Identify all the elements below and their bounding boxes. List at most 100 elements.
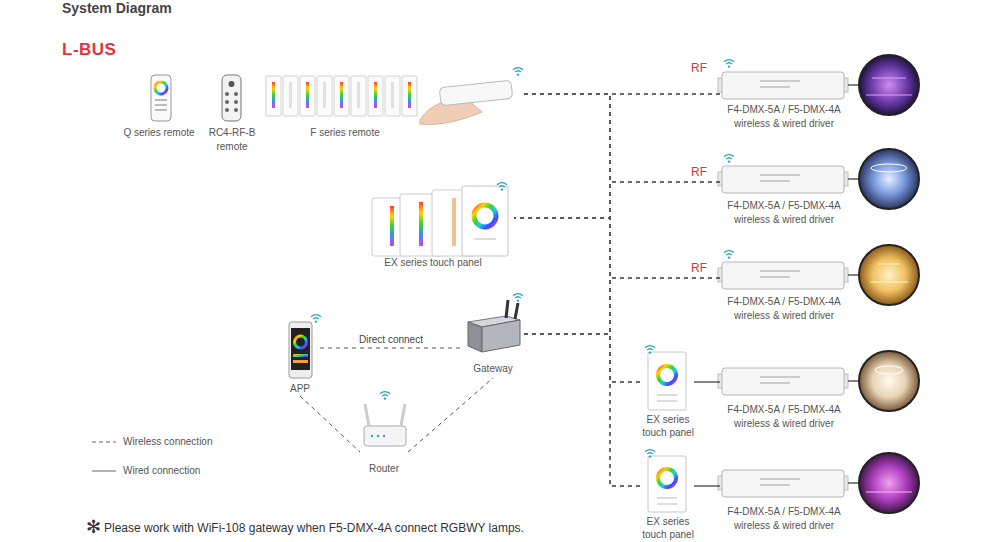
node-caption: F4-DMX-5A / F5-DMX-4A wireless & wired d… (720, 403, 848, 431)
router-illustration (364, 426, 406, 446)
rc4-remote-illustration (225, 100, 229, 104)
lamp-wire (848, 178, 859, 179)
wireless-connector (524, 94, 642, 382)
rf-label: RF (691, 61, 707, 75)
driver-illustration (722, 72, 844, 99)
lamp-photo (859, 55, 919, 513)
ex-panel-illustration (645, 346, 686, 410)
gateway-illustration (513, 294, 523, 302)
wireless-connector (524, 334, 642, 382)
wired-connector (694, 485, 720, 486)
router-illustration (377, 435, 379, 437)
ex-panels-illustration (419, 202, 423, 246)
legend-text: Wireless connection (123, 435, 212, 449)
lamp-detail (871, 164, 907, 172)
f-remote-illustration (266, 76, 281, 116)
touch-panel-node: EX series touch panel (642, 346, 694, 440)
f-remote-illustration (334, 76, 349, 116)
driver-illustration (760, 478, 800, 480)
f-remote-illustration (306, 82, 309, 108)
wireless-connector (524, 182, 720, 334)
node-caption: EX series touch panel (635, 413, 701, 439)
ex-panels-illustration (474, 238, 496, 240)
phone-illustration (289, 315, 321, 378)
f-remote-illustration (402, 76, 417, 116)
node-caption: Gateway (458, 362, 528, 376)
wireless-connector (514, 218, 642, 486)
driver-illustration (760, 376, 800, 378)
driver-illustration (722, 368, 844, 395)
gateway-illustration (506, 300, 508, 318)
wireless-connector (514, 182, 720, 218)
node-caption: F series remote (280, 126, 410, 140)
driver-illustration (724, 155, 734, 163)
node-caption: F4-DMX-5A / F5-DMX-4A wireless & wired d… (720, 199, 848, 227)
legend-text: Wired connection (123, 464, 200, 478)
wireless-connector (524, 334, 642, 486)
hand-remote-illustration (513, 68, 523, 76)
q-remote-illustration (155, 104, 167, 106)
rf-label: RF (691, 165, 707, 179)
rc4-remote-illustration (229, 81, 235, 87)
wireless-connector (524, 94, 642, 486)
node-caption: F4-DMX-5A / F5-DMX-4A wireless & wired d… (720, 103, 848, 131)
gateway-node: Gateway (462, 296, 524, 378)
driver-illustration (718, 60, 848, 99)
f-remote-illustration (300, 76, 315, 116)
app-node: APP (280, 316, 320, 396)
driver-node: F4-DMX-5A / F5-DMX-4A wireless & wired d… (720, 256, 848, 326)
q-remote-illustration (151, 75, 171, 121)
f-remote-illustration (357, 82, 360, 108)
node-caption: EX series touch panel (635, 515, 701, 541)
lamp-wire (848, 482, 859, 483)
gateway-illustration (468, 294, 523, 352)
remote-node: RC4-RF-B remote (204, 72, 260, 158)
f-remote-illustration (368, 76, 383, 116)
wireless-connector (524, 94, 720, 182)
gateway-illustration (482, 320, 520, 352)
phone-illustration (289, 322, 312, 378)
router-illustration (364, 392, 406, 446)
lamp-wire (848, 85, 859, 483)
lamp-wire (848, 84, 859, 85)
hand-remote-illustration (439, 80, 512, 105)
remote-node: Q series remote (115, 72, 203, 142)
f-remote-illustration (272, 82, 275, 108)
ex-panel-illustration (657, 394, 677, 396)
ex-panel-illustration (657, 497, 677, 499)
legend-line-sample (92, 442, 116, 443)
ex-panel-illustration (645, 346, 655, 354)
q-remote-illustration (155, 99, 167, 101)
lamp-photo (859, 149, 919, 209)
ex-panel-illustration (648, 456, 686, 512)
driver-illustration (760, 484, 790, 486)
phone-illustration (311, 315, 321, 323)
router-illustration (365, 404, 369, 426)
touch-panel-node: EX series touch panel (642, 450, 694, 542)
f-remote-illustration (374, 82, 377, 108)
rc4-remote-illustration (234, 92, 238, 96)
lamp-photo (859, 351, 919, 411)
q-remote-illustration (155, 82, 167, 94)
rc4-remote-illustration (222, 75, 241, 121)
f-remote-illustration (289, 82, 292, 108)
router-illustration (371, 435, 373, 437)
router-illustration (380, 392, 390, 400)
driver-node: F4-DMX-5A / F5-DMX-4A wireless & wired d… (720, 64, 848, 134)
node-caption: F4-DMX-5A / F5-DMX-4A wireless & wired d… (720, 505, 848, 533)
lamp-wire (848, 380, 859, 381)
ex-panels-illustration (372, 183, 508, 256)
legend-group (92, 442, 116, 471)
f-remote-illustration (391, 82, 394, 108)
ex-panels-illustration (474, 205, 496, 227)
f-remote-illustration (323, 82, 326, 108)
driver-illustration (724, 60, 734, 68)
rc4-remote-illustration (234, 100, 238, 104)
phone-illustration (293, 354, 308, 357)
f-remote-illustration (283, 76, 298, 116)
connector-group (300, 94, 720, 486)
node-caption: APP (270, 382, 330, 396)
remote-node: F series remote (262, 72, 524, 142)
